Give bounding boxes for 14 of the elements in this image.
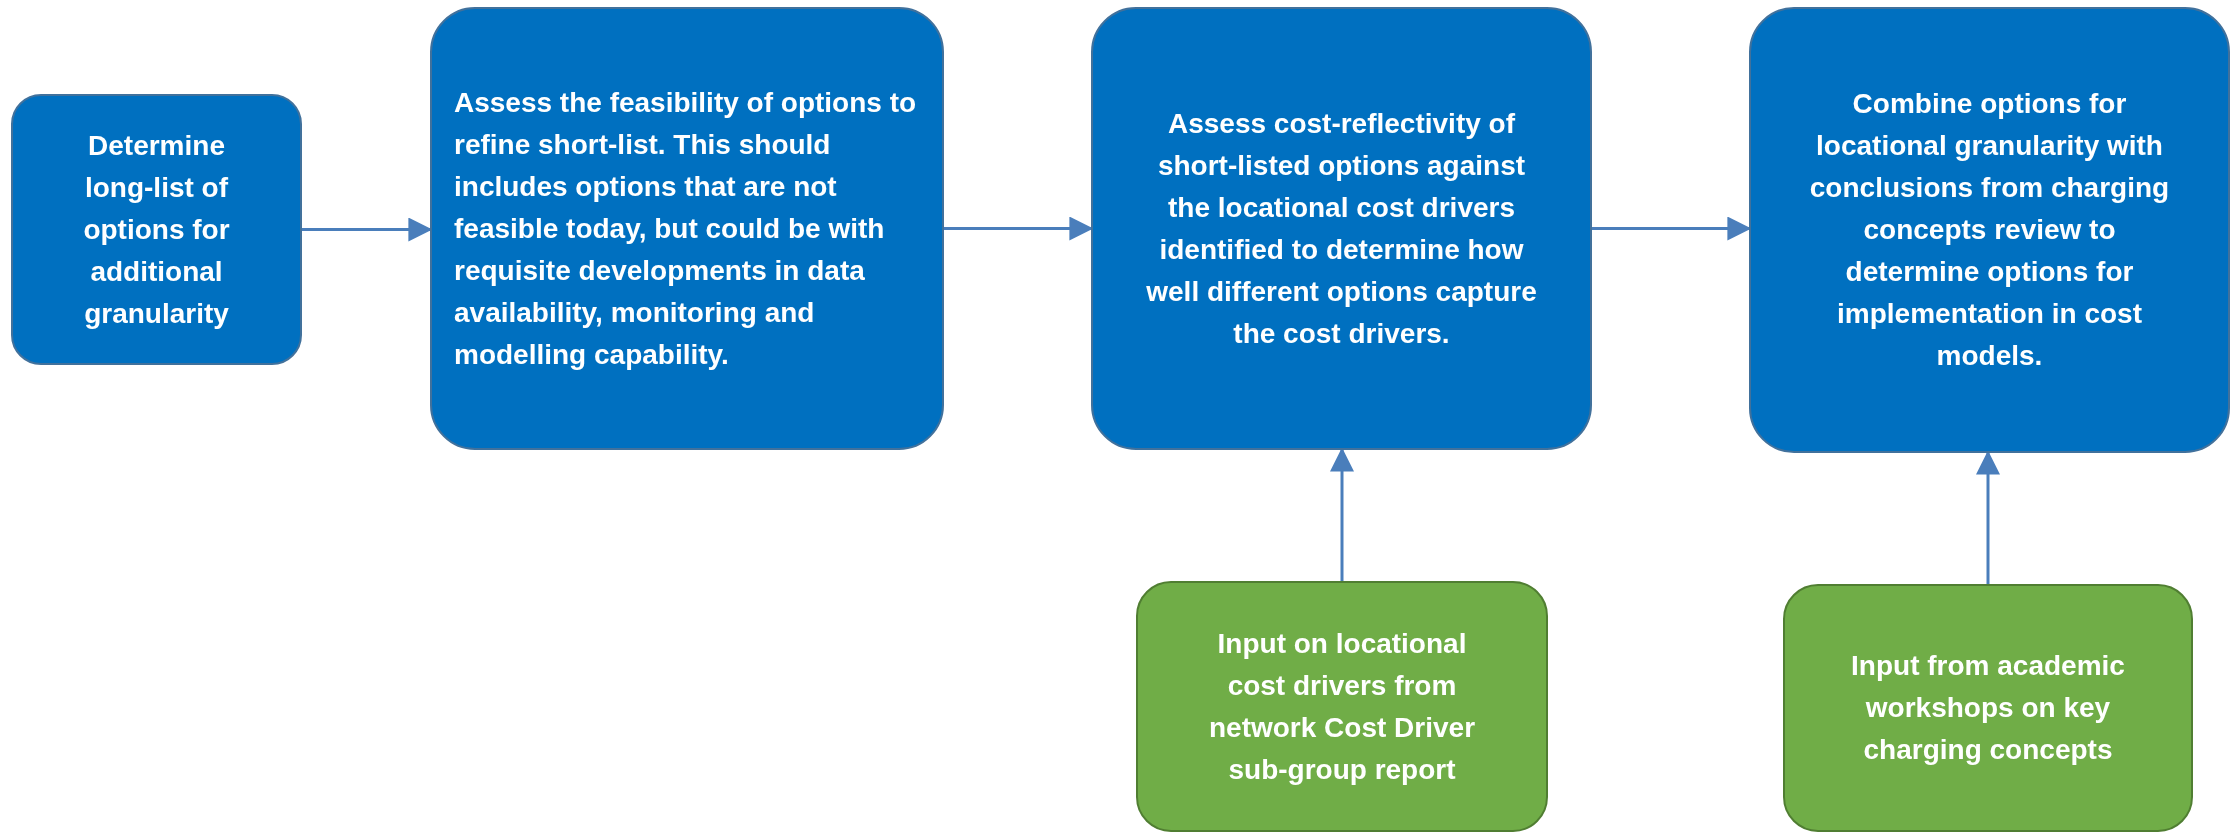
process-box [1091,7,1592,450]
step-text: Combine options for locational granularity with conclusions from charging concepts review to determine options for implementation in cost models. [1808,87,2171,373]
step-text: Input on locational cost drivers from network Cost Driver sub-group report [1207,626,1477,787]
step-text: Assess cost-reflectivity of short-listed options against the locational cost drivers identified to determine how well different options capture the cost drivers. [1145,106,1538,351]
step-text: Input from academic workshops on key charging concepts [1850,649,2126,767]
process-box [430,7,944,450]
arrow [1976,450,2000,584]
process-box [1749,7,2230,453]
step-text: Assess the feasibility of options to refine short-list. This should includes options that are not feasible today, but could be with requisite developments in data availability, monitoring and modelling capability. [454,85,918,372]
step-text: Determine long-list of options for additional granularity [82,128,231,331]
arrow [1330,447,1354,581]
input-box [1783,584,2193,832]
process-box [11,94,302,365]
input-box [1136,581,1548,832]
